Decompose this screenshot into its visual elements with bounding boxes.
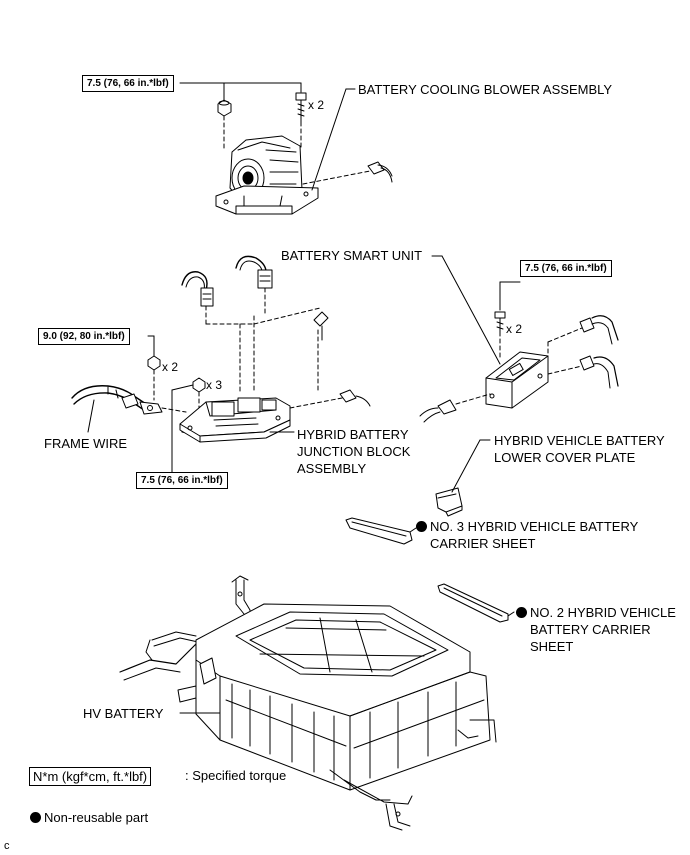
label-line: CARRIER SHEET <box>430 536 536 551</box>
label-line: ASSEMBLY <box>297 461 367 476</box>
label-line: SHEET <box>530 639 574 654</box>
smart-unit-drawing <box>419 255 619 423</box>
label-no3-carrier-sheet: NO. 3 HYBRID VEHICLE BATTERY CARRIER SHE… <box>416 518 638 552</box>
label-line: LOWER COVER PLATE <box>494 450 636 465</box>
hv-battery-drawing <box>119 575 497 831</box>
carrier-sheet-2-drawing <box>437 583 515 623</box>
label-line: JUNCTION BLOCK <box>297 444 411 459</box>
non-reusable-dot-icon <box>30 812 41 823</box>
label-line: BATTERY CARRIER <box>530 622 651 637</box>
torque-label-frame-wire: 9.0 (92, 80 in.*lbf) <box>38 328 130 345</box>
qty-smart-unit-bolts: x 2 <box>506 322 523 336</box>
qty-frame-wire-nuts: x 2 <box>162 360 179 374</box>
blower-assembly-drawing <box>179 82 393 215</box>
torque-label-junction-block: 7.5 (76, 66 in.*lbf) <box>136 472 228 489</box>
legend-non-reusable: Non-reusable part <box>30 810 148 826</box>
torque-label-blower: 7.5 (76, 66 in.*lbf) <box>82 75 174 92</box>
label-line: HYBRID BATTERY <box>297 427 409 442</box>
non-reusable-dot-icon <box>516 607 527 618</box>
label-hv-battery: HV BATTERY <box>83 706 164 721</box>
non-reusable-dot-icon <box>416 521 427 532</box>
label-line: HYBRID VEHICLE BATTERY <box>494 433 665 448</box>
label-lower-cover-plate: HYBRID VEHICLE BATTERY LOWER COVER PLATE <box>494 432 665 466</box>
label-line: NO. 2 HYBRID VEHICLE <box>530 605 676 620</box>
carrier-sheet-3-drawing <box>345 517 417 545</box>
torque-label-smart-unit: 7.5 (76, 66 in.*lbf) <box>520 260 612 277</box>
junction-block-drawing <box>71 255 371 473</box>
label-battery-cooling-blower-assembly: BATTERY COOLING BLOWER ASSEMBLY <box>358 82 613 97</box>
legend-torque-units: N*m (kgf*cm, ft.*lbf) <box>29 767 152 786</box>
qty-blower-bolts: x 2 <box>308 98 325 112</box>
qty-junction-block-nuts: x 3 <box>206 378 223 392</box>
legend-non-reusable-text: Non-reusable part <box>44 810 149 825</box>
label-battery-smart-unit: BATTERY SMART UNIT <box>281 248 423 263</box>
label-hybrid-battery-junction-block: HYBRID BATTERY JUNCTION BLOCK ASSEMBLY <box>297 426 410 477</box>
figure-code: c <box>4 840 10 852</box>
legend-torque-text: : Specified torque <box>185 768 287 783</box>
label-frame-wire: FRAME WIRE <box>44 436 128 451</box>
label-no2-carrier-sheet: NO. 2 HYBRID VEHICLE BATTERY CARRIER SHE… <box>516 604 676 655</box>
label-line: NO. 3 HYBRID VEHICLE BATTERY <box>430 519 639 534</box>
lower-cover-plate-drawing <box>435 439 491 517</box>
